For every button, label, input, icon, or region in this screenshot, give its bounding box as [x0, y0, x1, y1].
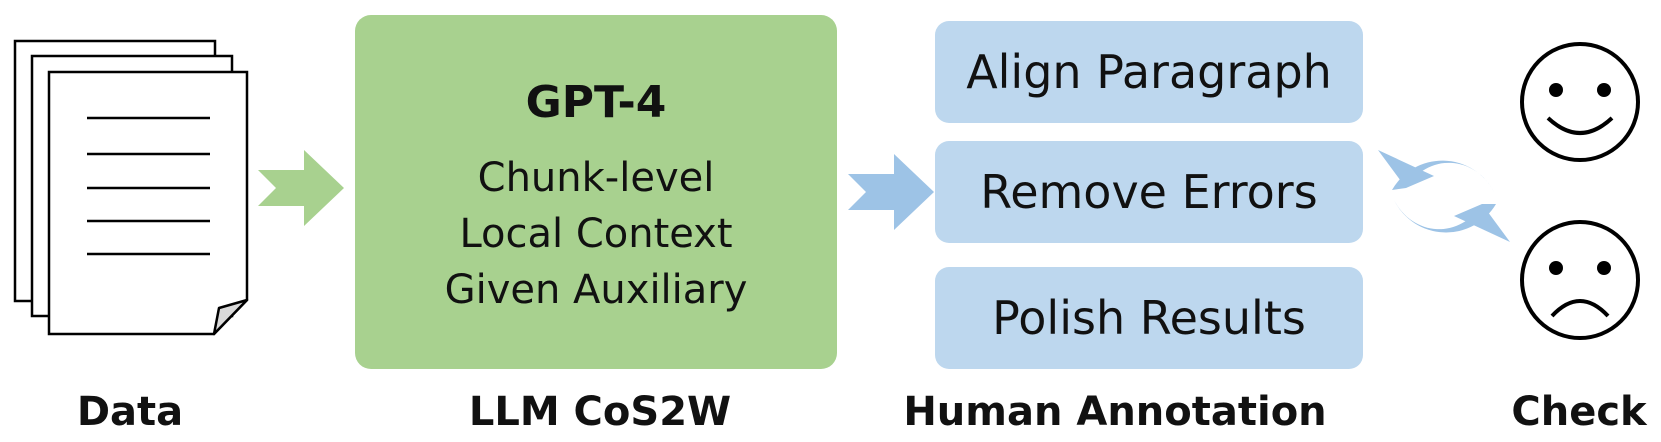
- stage-label-llm: LLM CoS2W: [468, 389, 732, 435]
- llm-title: GPT-4: [525, 77, 667, 128]
- stage-label-data: Data: [76, 389, 184, 435]
- task-polish-results: Polish Results: [935, 267, 1363, 369]
- green-arrow-icon: [258, 150, 344, 226]
- refresh-cycle-icon: [1378, 150, 1510, 242]
- task-align-paragraph: Align Paragraph: [935, 21, 1363, 123]
- llm-line: Local Context: [459, 211, 733, 257]
- smiley-face-icon: [1520, 42, 1640, 162]
- stage-label-human-annotation: Human Annotation: [903, 389, 1327, 435]
- task-remove-errors: Remove Errors: [935, 141, 1363, 243]
- document-stack-icon: [13, 39, 249, 336]
- llm-line: Chunk-level: [477, 155, 715, 201]
- stage-label-check: Check: [1511, 389, 1647, 435]
- frowning-face-icon: [1520, 220, 1640, 340]
- blue-arrow-icon: [848, 154, 934, 230]
- llm-line: Given Auxiliary: [444, 267, 748, 313]
- llm-box: GPT-4 Chunk-level Local Context Given Au…: [355, 15, 837, 369]
